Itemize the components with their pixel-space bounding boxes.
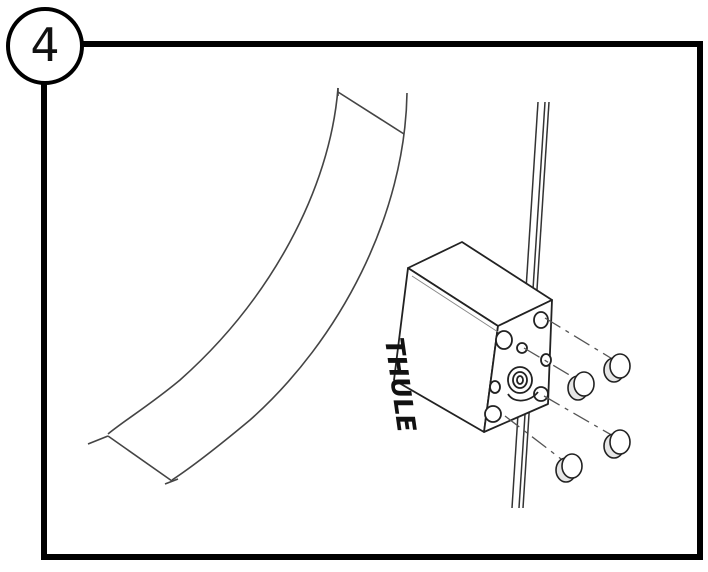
end-caps <box>555 353 631 483</box>
step-number: 4 <box>30 18 60 72</box>
figure-frame <box>41 41 703 560</box>
thule-mount-block <box>393 241 553 433</box>
step-number-badge <box>6 7 84 85</box>
end-cap <box>603 353 631 383</box>
wheel-segment <box>87 87 408 485</box>
end-cap <box>603 429 631 459</box>
end-cap <box>555 453 583 483</box>
leader-lines <box>504 317 616 463</box>
end-cap <box>567 371 595 401</box>
